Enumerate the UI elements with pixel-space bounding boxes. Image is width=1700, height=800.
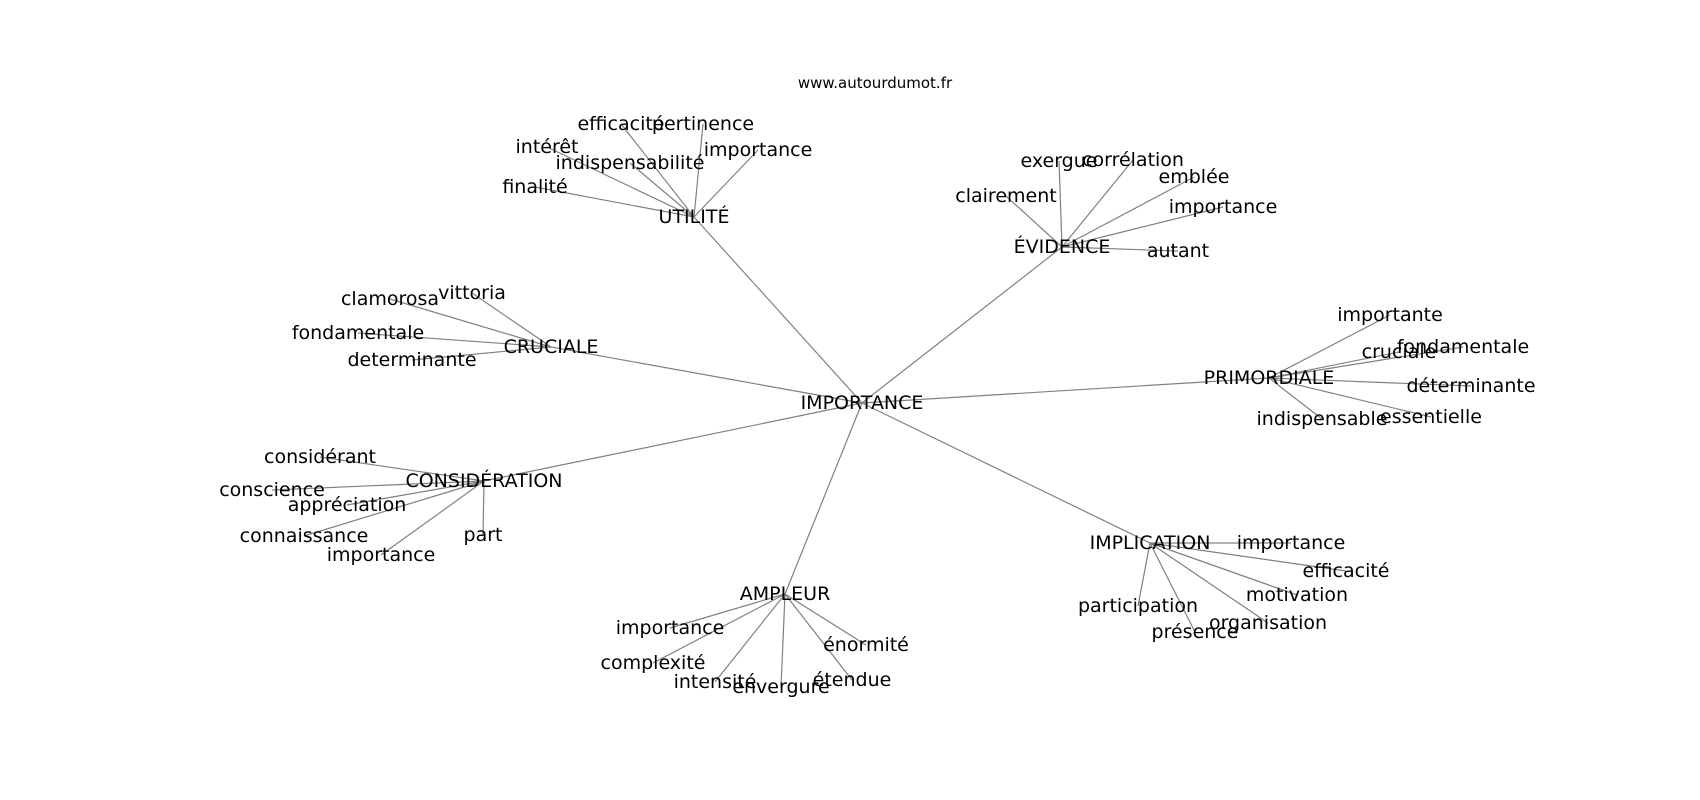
- leaf-node: finalité: [502, 176, 567, 198]
- graph-labels: IMPORTANCEUTILITÉefficacitépertinenceint…: [219, 113, 1535, 698]
- edge-hub-leaf: [271, 480, 485, 491]
- hub-node: AMPLEUR: [740, 583, 831, 605]
- leaf-node: efficacité: [1302, 560, 1389, 582]
- edge-center-hub: [861, 377, 1270, 404]
- hub-node: IMPLICATION: [1090, 532, 1211, 554]
- leaf-node: exergue: [1021, 150, 1098, 172]
- leaf-node: indispensabilité: [556, 152, 705, 174]
- edge-hub-leaf: [303, 480, 485, 537]
- edge-hub-leaf: [357, 332, 552, 348]
- leaf-node: corrélation: [1082, 149, 1184, 171]
- edge-hub-leaf: [482, 480, 485, 536]
- edge-hub-leaf: [411, 346, 552, 361]
- leaf-node: déterminante: [1406, 375, 1535, 397]
- leaf-node: autant: [1147, 240, 1209, 262]
- edge-hub-leaf: [1268, 377, 1323, 420]
- edge-hub-leaf: [534, 186, 695, 218]
- edge-hub-leaf: [784, 593, 867, 646]
- edge-hub-leaf: [389, 298, 552, 348]
- edge-center-hub: [693, 216, 863, 404]
- leaf-node: essentielle: [1380, 406, 1482, 428]
- edge-hub-leaf: [1137, 542, 1151, 607]
- leaf-node: connaissance: [240, 525, 369, 547]
- edge-hub-leaf: [319, 456, 485, 482]
- edge-center-hub: [483, 402, 863, 482]
- leaf-node: intérêt: [516, 136, 579, 158]
- edge-hub-leaf: [1061, 159, 1134, 248]
- edge-hub-leaf: [380, 480, 485, 556]
- edge-hub-leaf: [1058, 160, 1063, 248]
- edge-hub-leaf: [471, 292, 552, 348]
- leaf-node: cruciale: [1362, 341, 1437, 363]
- edge-hub-leaf: [1061, 246, 1179, 252]
- edge-center-hub: [861, 246, 1063, 404]
- leaf-node: énormité: [823, 634, 909, 656]
- edge-hub-leaf: [784, 593, 853, 681]
- edge-hub-leaf: [1268, 377, 1432, 418]
- edge-hub-leaf: [629, 162, 695, 218]
- leaf-node: importance: [327, 544, 436, 566]
- edge-hub-leaf: [620, 123, 695, 218]
- leaf-node: determinante: [347, 349, 476, 371]
- leaf-node: complexité: [601, 652, 706, 674]
- edge-hub-leaf: [1268, 314, 1391, 379]
- leaf-node: appréciation: [288, 494, 407, 516]
- leaf-node: fondamentale: [292, 322, 424, 344]
- leaf-node: importance: [616, 617, 725, 639]
- edge-hub-leaf: [1005, 195, 1063, 248]
- edge-hub-leaf: [1149, 542, 1347, 572]
- source-label: www.autourdumot.fr: [798, 74, 953, 92]
- leaf-node: pertinence: [652, 113, 754, 135]
- leaf-node: vittoria: [438, 282, 506, 304]
- hub-node: ÉVIDENCE: [1014, 235, 1111, 258]
- edge-hub-leaf: [1061, 176, 1195, 248]
- leaf-node: intensité: [674, 671, 757, 693]
- edge-hub-leaf: [780, 593, 786, 688]
- leaf-node: importance: [1237, 532, 1346, 554]
- edge-hub-leaf: [1149, 542, 1196, 633]
- leaf-node: efficacité: [577, 113, 664, 135]
- edge-center-hub: [784, 402, 863, 595]
- edge-center-hub: [550, 346, 863, 404]
- leaf-node: clamorosa: [341, 288, 439, 310]
- leaf-node: fondamentale: [1397, 336, 1529, 358]
- edge-hub-leaf: [669, 593, 786, 629]
- leaf-node: importance: [704, 139, 813, 161]
- hub-node: CRUCIALE: [504, 336, 599, 358]
- leaf-node: organisation: [1209, 612, 1327, 634]
- edge-hub-leaf: [1268, 346, 1464, 379]
- leaf-node: présence: [1152, 621, 1239, 643]
- edge-hub-leaf: [346, 480, 485, 506]
- leaf-node: part: [464, 524, 503, 546]
- hub-node: UTILITÉ: [659, 205, 730, 228]
- hub-node: PRIMORDIALE: [1204, 367, 1335, 389]
- graph-edges: [271, 123, 1472, 688]
- edge-hub-leaf: [1268, 377, 1472, 387]
- leaf-node: importante: [1337, 304, 1443, 326]
- leaf-node: envergure: [732, 676, 829, 698]
- leaf-node: participation: [1078, 595, 1198, 617]
- leaf-node: emblée: [1159, 166, 1230, 188]
- leaf-node: étendue: [813, 669, 892, 691]
- edge-hub-leaf: [693, 123, 704, 218]
- leaf-node: considérant: [264, 446, 376, 468]
- edge-hub-leaf: [1061, 206, 1224, 248]
- leaf-node: importance: [1169, 196, 1278, 218]
- leaf-node: conscience: [219, 479, 325, 501]
- edge-center-hub: [861, 402, 1151, 544]
- leaf-node: clairement: [955, 185, 1056, 207]
- leaf-node: motivation: [1246, 584, 1348, 606]
- edge-hub-leaf: [1149, 542, 1269, 624]
- edge-hub-leaf: [714, 593, 786, 683]
- edge-hub-leaf: [546, 146, 695, 218]
- edge-hub-leaf: [652, 593, 786, 664]
- leaf-node: indispensable: [1257, 408, 1388, 430]
- edge-hub-leaf: [1149, 542, 1298, 596]
- center-node: IMPORTANCE: [801, 392, 924, 414]
- edge-hub-leaf: [693, 149, 759, 218]
- edge-hub-leaf: [1268, 351, 1400, 379]
- hub-node: CONSIDÉRATION: [405, 469, 562, 492]
